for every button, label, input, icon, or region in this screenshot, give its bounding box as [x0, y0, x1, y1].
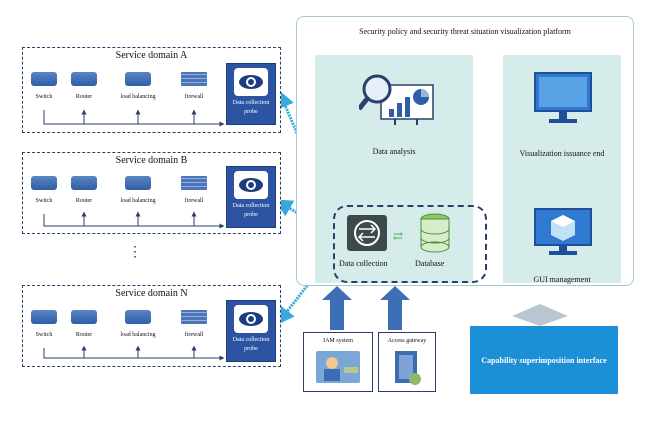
data-collection-label: Data collection [339, 259, 388, 268]
device-label: Router [75, 198, 93, 204]
domain-title: Service domain A [115, 50, 188, 61]
firewall-device: firewall [180, 310, 208, 338]
load-balancer-device: load balancing [120, 310, 156, 338]
platform-title: Security policy and security threat situ… [359, 27, 571, 36]
capability-interface-label: Capability superimposition interface [481, 355, 607, 365]
router-device: Router [70, 176, 98, 204]
visualization-platform: Security policy and security threat situ… [296, 16, 634, 286]
switch-device: Switch [30, 72, 58, 100]
device-label: firewall [184, 94, 204, 100]
analysis-panel: Data analysis ⇄ Data collection Database [315, 55, 487, 283]
gui-management-label: GUI management [533, 275, 591, 284]
access-gateway-label: Access gateway [387, 338, 427, 344]
database-icon [420, 213, 450, 253]
router-device: Router [70, 72, 98, 100]
access-gateway-box: Access gateway [378, 332, 436, 392]
switch-icon [31, 72, 57, 86]
link-domain-b [274, 199, 346, 241]
router-icon [71, 310, 97, 324]
device-label: load balancing [120, 332, 156, 338]
iam-system-box: IAM system [303, 332, 373, 392]
id-card-user-icon [316, 351, 360, 383]
probe-label: Data collection [232, 337, 270, 343]
device-label: load balancing [120, 94, 156, 100]
load-balancer-icon [125, 72, 151, 86]
domain-title: Service domain B [115, 155, 188, 166]
interface-diamond [512, 304, 568, 326]
data-collection-probe-a: Data collection probe [226, 63, 276, 125]
ellipsis: ⋮ [128, 245, 142, 260]
router-device: Router [70, 310, 98, 338]
device-label: Router [75, 332, 93, 338]
load-balancer-icon [125, 176, 151, 190]
device-label: firewall [184, 332, 204, 338]
visualization-end-label: Visualization issuance end [519, 149, 605, 158]
eye-icon [234, 305, 268, 333]
probe-label: probe [244, 212, 258, 218]
device-label: load balancing [120, 198, 156, 204]
firewall-icon [181, 310, 207, 324]
collection-group: ⇄ Data collection Database [333, 205, 487, 283]
router-icon [71, 72, 97, 86]
eye-icon [234, 68, 268, 96]
firewall-device: firewall [180, 72, 208, 100]
database-label: Database [415, 259, 445, 268]
gateway-up-arrow [380, 286, 410, 330]
device-label: Switch [35, 198, 53, 204]
probe-label: Data collection [232, 203, 270, 209]
gui-management-icon [534, 208, 592, 255]
firewall-icon [181, 72, 207, 86]
switch-device: Switch [30, 176, 58, 204]
device-label: firewall [184, 198, 204, 204]
load-balancer-device: load balancing [120, 72, 156, 100]
eye-icon [234, 171, 268, 199]
domain-title: Service domain N [115, 288, 188, 299]
capability-interface-box: Capability superimposition interface [470, 326, 618, 394]
firewall-icon [181, 176, 207, 190]
device-label: Switch [35, 94, 53, 100]
device-label: Switch [35, 332, 53, 338]
switch-device: Switch [30, 310, 58, 338]
iam-up-arrow [322, 286, 352, 330]
sync-arrows-icon: ⇄ [393, 229, 404, 243]
monitor-icon [534, 72, 592, 123]
firewall-device: firewall [180, 176, 208, 204]
data-analysis-icon [359, 74, 434, 125]
load-balancer-device: load balancing [120, 176, 156, 204]
device-label: Router [75, 94, 93, 100]
data-collection-icon [347, 215, 387, 251]
data-collection-probe-b: Data collection probe [226, 166, 276, 228]
iam-system-label: IAM system [323, 338, 353, 344]
gateway-door-icon [395, 351, 421, 385]
probe-label: probe [244, 346, 258, 352]
data-analysis-label: Data analysis [372, 147, 416, 156]
probe-label: Data collection [232, 100, 270, 106]
issuance-panel: Visualization issuance end GUI managemen… [503, 55, 621, 284]
load-balancer-icon [125, 310, 151, 324]
router-icon [71, 176, 97, 190]
data-collection-probe-n: Data collection probe [226, 300, 276, 362]
probe-label: probe [244, 109, 258, 115]
switch-icon [31, 310, 57, 324]
switch-icon [31, 176, 57, 190]
